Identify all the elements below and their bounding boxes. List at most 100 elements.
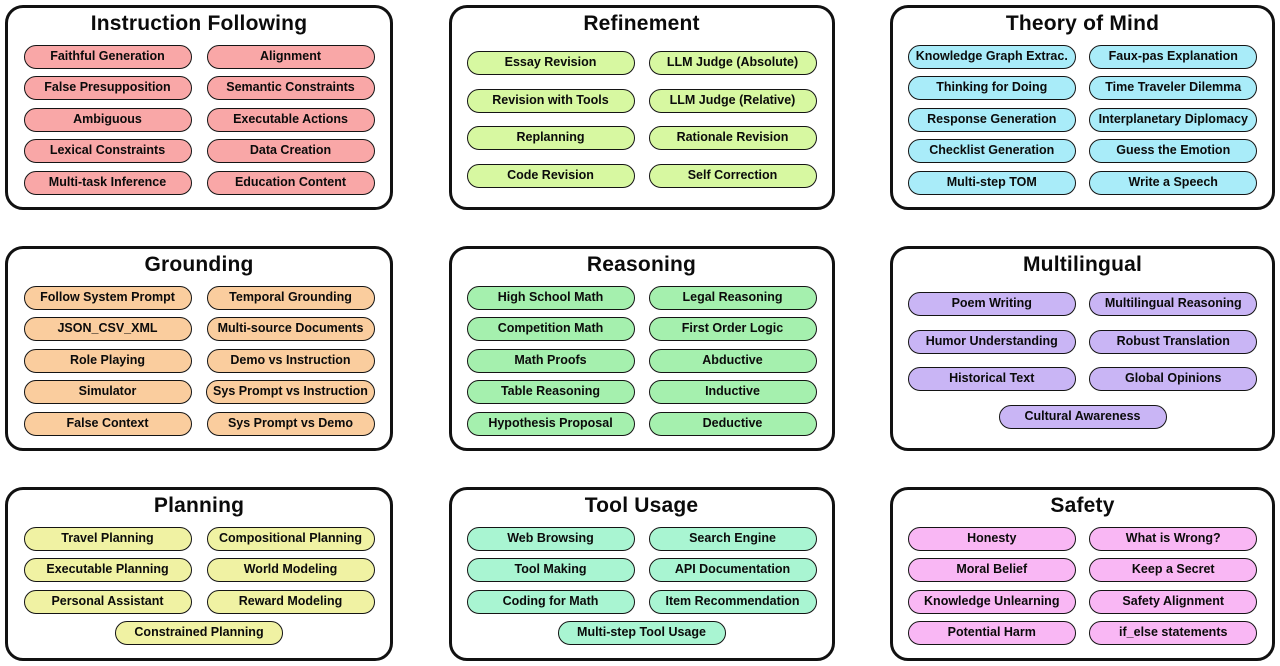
panel-title-reasoning: Reasoning [586,253,697,276]
pill-cell: Write a Speech [1083,170,1265,195]
panel-title-multilingual: Multilingual [1022,253,1143,276]
task-pill: Competition Math [466,317,635,341]
task-pill: Multi-source Documents [206,317,375,341]
task-pill: Revision with Tools [466,88,635,113]
pill-cell: Tool Making [460,558,642,583]
task-pill: Guess the Emotion [1089,139,1258,163]
task-pill: Multi-task Inference [23,170,192,195]
pill-cell: Safety Alignment [1083,589,1265,614]
pill-cell: Revision with Tools [460,88,642,113]
pill-cell: Multi-step TOM [901,170,1083,195]
task-pill: Knowledge Unlearning [907,589,1076,614]
pill-cell: Compositional Planning [199,526,382,551]
pill-cell: Moral Belief [901,558,1083,583]
task-pill: Response Generation [907,107,1076,132]
panel-title-theory-of-mind: Theory of Mind [1005,12,1160,35]
task-pill: Math Proofs [466,348,635,373]
task-pill: Table Reasoning [466,380,635,404]
panel-rows: Knowledge Graph Extrac.Faux-pas Explanat… [901,37,1264,202]
task-pill: Moral Belief [907,558,1076,583]
pill-cell: Reward Modeling [199,589,382,614]
task-pill: Faithful Generation [23,44,192,69]
pill-cell: Knowledge Unlearning [901,589,1083,614]
task-pill: Cultural Awareness [998,405,1167,430]
task-pill: Multi-step TOM [907,170,1076,195]
pill-cell: Lexical Constraints [16,139,199,163]
task-pill: Search Engine [648,526,817,551]
task-pill: Knowledge Graph Extrac. [907,44,1076,69]
pill-cell: Follow System Prompt [16,285,199,310]
pill-cell: Legal Reasoning [642,285,824,310]
panel-title-safety: Safety [1050,494,1115,517]
task-pill: Personal Assistant [23,589,192,614]
task-pill: Compositional Planning [206,526,375,551]
task-pill: Write a Speech [1089,170,1258,195]
task-pill: Checklist Generation [907,139,1076,163]
task-pill: Global Opinions [1089,367,1258,392]
pill-cell: Time Traveler Dilemma [1083,76,1265,100]
panel-title-instruction-following: Instruction Following [90,12,308,35]
task-pill: Alignment [206,44,375,69]
task-pill: Semantic Constraints [206,76,375,100]
pill-cell: Search Engine [642,526,824,551]
pill-cell: Competition Math [460,317,642,341]
pill-cell: Multilingual Reasoning [1083,291,1265,316]
pill-cell: Executable Planning [16,558,199,583]
task-pill: Legal Reasoning [648,285,817,310]
pill-row: Multi-task Inference Education Content [16,170,382,195]
pill-cell: First Order Logic [642,317,824,341]
task-pill: Robust Translation [1089,329,1258,354]
task-pill: Sys Prompt vs Demo [206,411,375,436]
pill-cell: Robust Translation [1083,329,1265,354]
task-pill: Coding for Math [466,589,635,614]
task-pill: Sys Prompt vs Instruction [206,380,375,404]
pill-row: Revision with Tools LLM Judge (Relative) [460,88,824,113]
pill-cell: Humor Understanding [901,329,1083,354]
pill-row: Cultural Awareness [901,405,1264,430]
task-pill: False Presupposition [23,76,192,100]
panel-title-tool-usage: Tool Usage [584,494,699,517]
pill-cell: Personal Assistant [16,589,199,614]
task-pill: Replanning [466,126,635,151]
task-pill: Time Traveler Dilemma [1089,76,1258,100]
pill-row: Multi-step Tool Usage [460,621,824,646]
pill-cell: False Presupposition [16,76,199,100]
task-pill: Safety Alignment [1089,589,1258,614]
task-pill: Potential Harm [907,621,1076,646]
pill-cell: LLM Judge (Relative) [642,88,824,113]
task-pill: Constrained Planning [115,621,283,646]
pill-cell: Multi-source Documents [199,317,382,341]
pill-cell: Abductive [642,348,824,373]
pill-cell: Education Content [199,170,382,195]
pill-cell: Keep a Secret [1083,558,1265,583]
pill-cell: Essay Revision [460,50,642,75]
task-pill: Abductive [648,348,817,373]
pill-cell: Semantic Constraints [199,76,382,100]
task-pill: Thinking for Doing [907,76,1076,100]
task-pill: Code Revision [466,164,635,189]
task-pill: Deductive [648,411,817,436]
pill-cell: Knowledge Graph Extrac. [901,44,1083,69]
pill-cell: Role Playing [16,348,199,373]
pill-row: Potential Harm if_else statements [901,621,1265,646]
pill-cell: Global Opinions [1083,367,1265,392]
pill-cell: Potential Harm [901,621,1083,646]
task-pill: Multi-step Tool Usage [557,621,726,646]
pill-cell: Replanning [460,126,642,151]
task-pill: LLM Judge (Relative) [648,88,817,113]
task-pill: First Order Logic [648,317,817,341]
pill-cell: if_else statements [1083,621,1265,646]
